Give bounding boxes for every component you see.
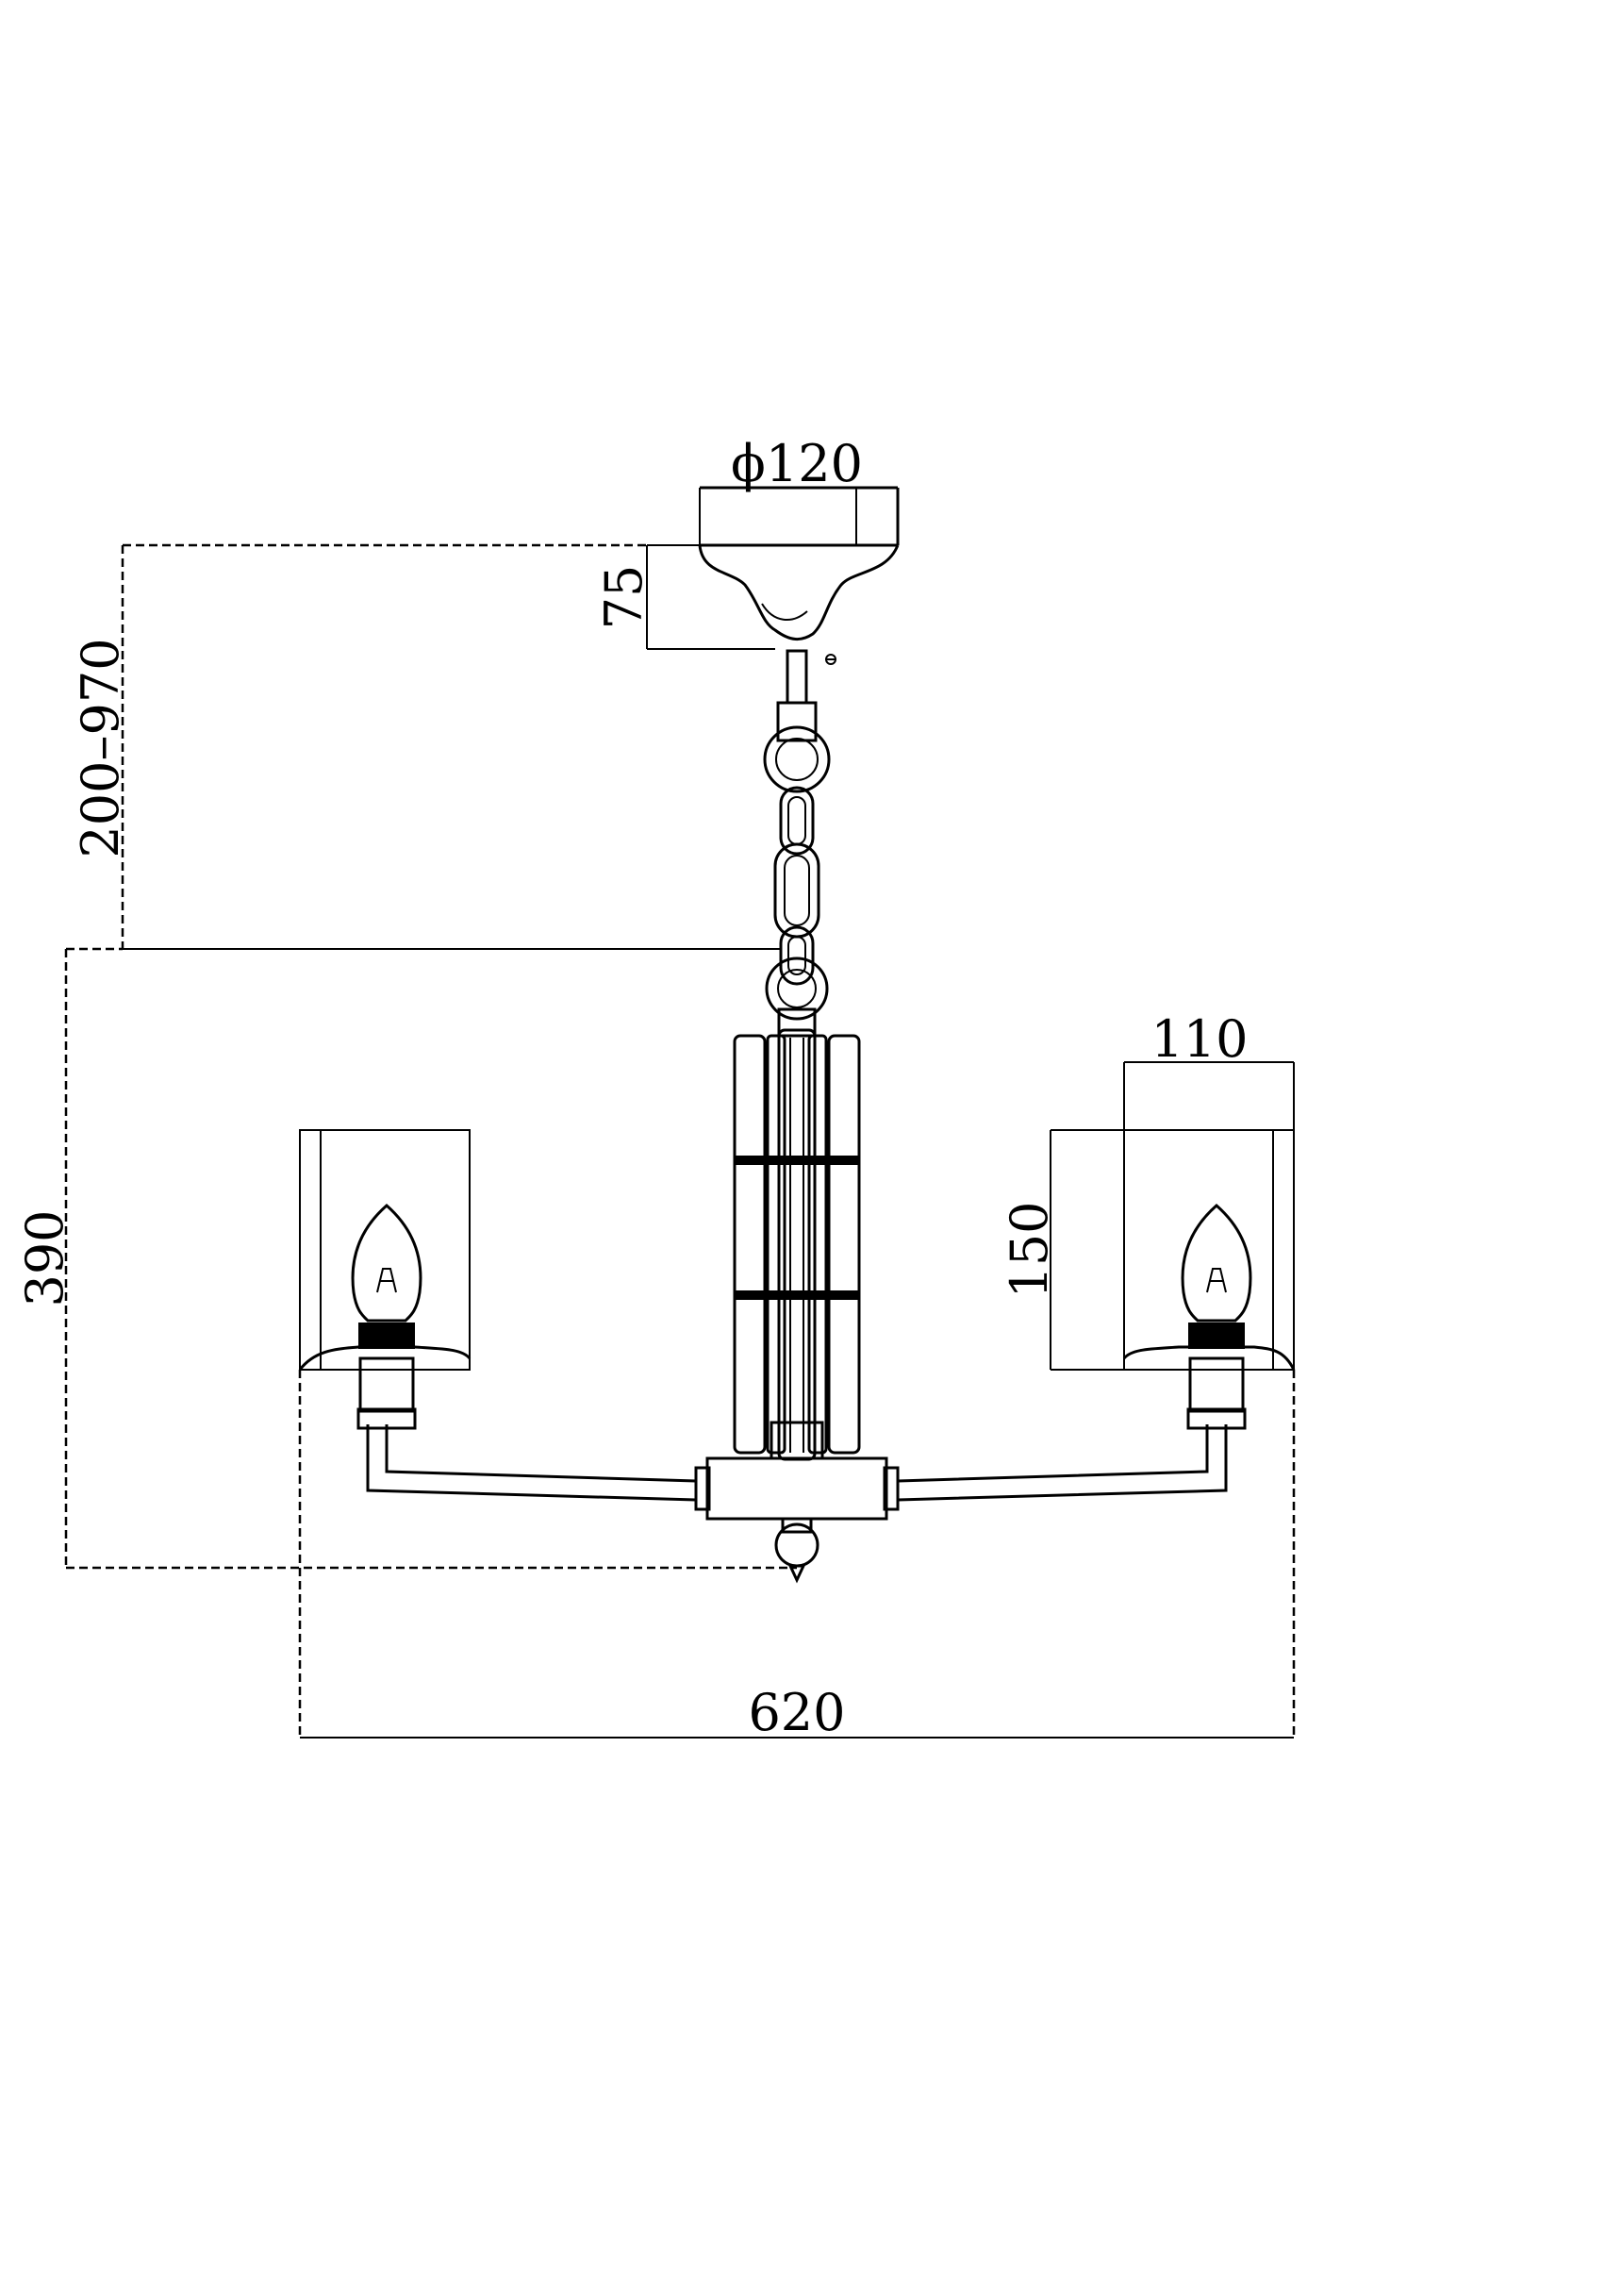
bulb-right <box>1181 1204 1252 1323</box>
dimension-lines <box>64 543 1296 1739</box>
chain-ring-bottom <box>765 957 829 1021</box>
chain-link <box>773 842 820 939</box>
shade-left <box>299 1129 471 1371</box>
dim-shade-width: 110 <box>1150 1009 1248 1069</box>
chain-link <box>779 786 815 856</box>
dim-chain-length: 200–970 <box>71 638 130 857</box>
lamp-right <box>1122 1129 1296 1430</box>
arm-left <box>366 1424 697 1502</box>
dim-shade-height: 150 <box>1000 1201 1059 1298</box>
arm-right <box>897 1424 1228 1502</box>
bulb-left <box>351 1204 422 1323</box>
chain-ring-top <box>763 725 831 793</box>
shade-right <box>1123 1129 1295 1371</box>
central-column <box>733 1028 861 1461</box>
chain-assembly <box>763 649 831 1038</box>
dim-body-height: 390 <box>15 1209 74 1306</box>
dim-overall-width: 620 <box>748 1683 845 1742</box>
chain-link <box>779 925 815 986</box>
dim-canopy-height: 75 <box>594 565 654 630</box>
ceiling-canopy <box>698 486 900 665</box>
lamp-left <box>298 1129 472 1430</box>
dim-canopy-diameter: ϕ120 <box>731 434 863 493</box>
arm-hub <box>694 1456 900 1584</box>
